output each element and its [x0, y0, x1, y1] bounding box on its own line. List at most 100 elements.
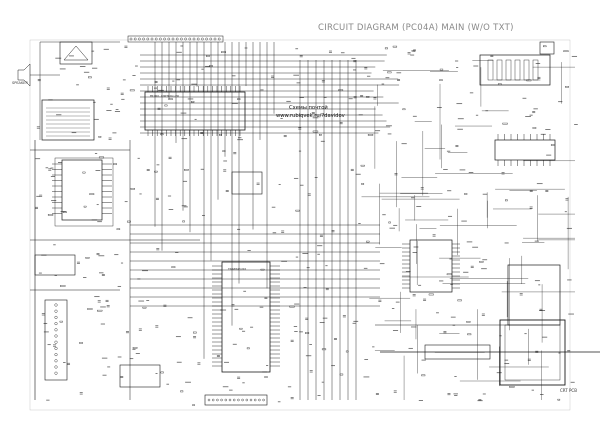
ref-mark [244, 47, 248, 49]
ir-cell [487, 59, 494, 81]
connector-pin [211, 398, 215, 402]
ref-mark [224, 361, 230, 363]
resistor-symbol [509, 386, 515, 388]
ref-mark [482, 259, 488, 261]
connector-pin [249, 398, 253, 402]
connector-pin [245, 398, 249, 402]
resistor-symbol [502, 122, 508, 125]
ref-mark [482, 193, 488, 195]
ref-mark [540, 133, 546, 135]
ref-mark [450, 284, 453, 285]
ref-mark [172, 80, 175, 82]
ref-mark [411, 326, 417, 328]
ref-mark [176, 361, 182, 363]
ref-mark [485, 110, 489, 112]
ref-mark [55, 57, 62, 59]
ref-mark [121, 98, 125, 100]
corner-connector [539, 41, 555, 55]
resistor-symbol [239, 327, 243, 330]
ref-mark [266, 365, 269, 367]
ref-mark [293, 177, 299, 179]
ref-mark [137, 278, 141, 280]
resistor-symbol [219, 134, 222, 136]
resistor-symbol [184, 169, 189, 171]
ref-mark [295, 48, 299, 50]
ref-mark [63, 362, 66, 363]
ref-mark [536, 183, 543, 185]
ref-mark [457, 118, 464, 120]
ic-label-main: TDA8843/N2 [228, 267, 247, 271]
deflection-ic [494, 139, 556, 161]
ref-mark [363, 267, 368, 269]
ref-mark [410, 54, 415, 56]
resistor-symbol [361, 183, 365, 185]
connector-pin [146, 37, 150, 41]
ref-mark [180, 112, 187, 114]
connector-pin [138, 37, 141, 41]
resistor-symbol [221, 51, 227, 53]
ref-mark [79, 66, 86, 67]
diagram-title: CIRCUIT DIAGRAM (PC04A) MAIN (W/O TXT) [318, 23, 514, 33]
speaker-icon [17, 63, 31, 87]
ref-mark [101, 357, 108, 359]
ref-mark [463, 271, 469, 273]
ref-mark [320, 140, 325, 142]
ref-mark [57, 162, 62, 163]
ref-mark [92, 67, 98, 69]
ref-mark [259, 306, 264, 308]
ref-mark [185, 381, 191, 383]
ref-mark [475, 114, 479, 116]
ref-mark [436, 312, 439, 314]
ref-mark [358, 114, 363, 116]
crt-pcb-label: CRT PCB [560, 388, 577, 393]
ref-mark [98, 255, 105, 257]
resistor-symbol [97, 309, 103, 312]
ref-mark [60, 211, 66, 213]
ref-mark [558, 101, 563, 103]
ref-mark [456, 103, 463, 105]
ref-mark [181, 205, 187, 207]
connector-pin [228, 398, 232, 402]
ref-mark [222, 386, 229, 388]
resistor-symbol [113, 163, 117, 165]
ref-mark [481, 268, 487, 270]
connector-pin [209, 37, 213, 41]
connector-pin [133, 37, 137, 41]
resistor-symbol [366, 96, 370, 98]
ref-mark [472, 246, 479, 248]
ref-mark [176, 79, 181, 81]
resistor-symbol [171, 266, 176, 268]
resistor-symbol [182, 220, 185, 223]
watermark-line-2: www.rubiqvek.ru/?davidov [276, 113, 345, 119]
connector-pin [54, 365, 58, 369]
ref-mark [95, 170, 101, 171]
resistor-symbol [321, 348, 327, 351]
top-connector [127, 35, 224, 43]
ref-mark [412, 252, 417, 253]
resistor-symbol [142, 306, 147, 309]
connector-pin [54, 334, 58, 338]
ref-mark [348, 98, 353, 100]
ref-mark [100, 306, 106, 308]
resistor-symbol [402, 108, 406, 111]
eeprom-ic [231, 171, 263, 195]
ref-mark [59, 68, 66, 70]
resistor-symbol [126, 220, 131, 223]
ref-mark [325, 265, 328, 267]
ref-mark [83, 277, 87, 278]
ref-mark [298, 150, 302, 152]
ref-mark [93, 101, 96, 103]
ref-mark [314, 177, 318, 178]
ref-mark [97, 221, 102, 223]
resistor-symbol [421, 374, 426, 377]
ref-mark [372, 346, 375, 348]
resistor-symbol [116, 228, 121, 230]
ref-mark [381, 83, 385, 85]
ref-mark [524, 333, 527, 335]
ref-mark [100, 323, 105, 325]
ref-mark [166, 383, 170, 385]
ref-mark [446, 150, 451, 152]
ref-mark [447, 190, 452, 192]
ref-mark [200, 168, 204, 170]
ir-cell [496, 59, 503, 81]
